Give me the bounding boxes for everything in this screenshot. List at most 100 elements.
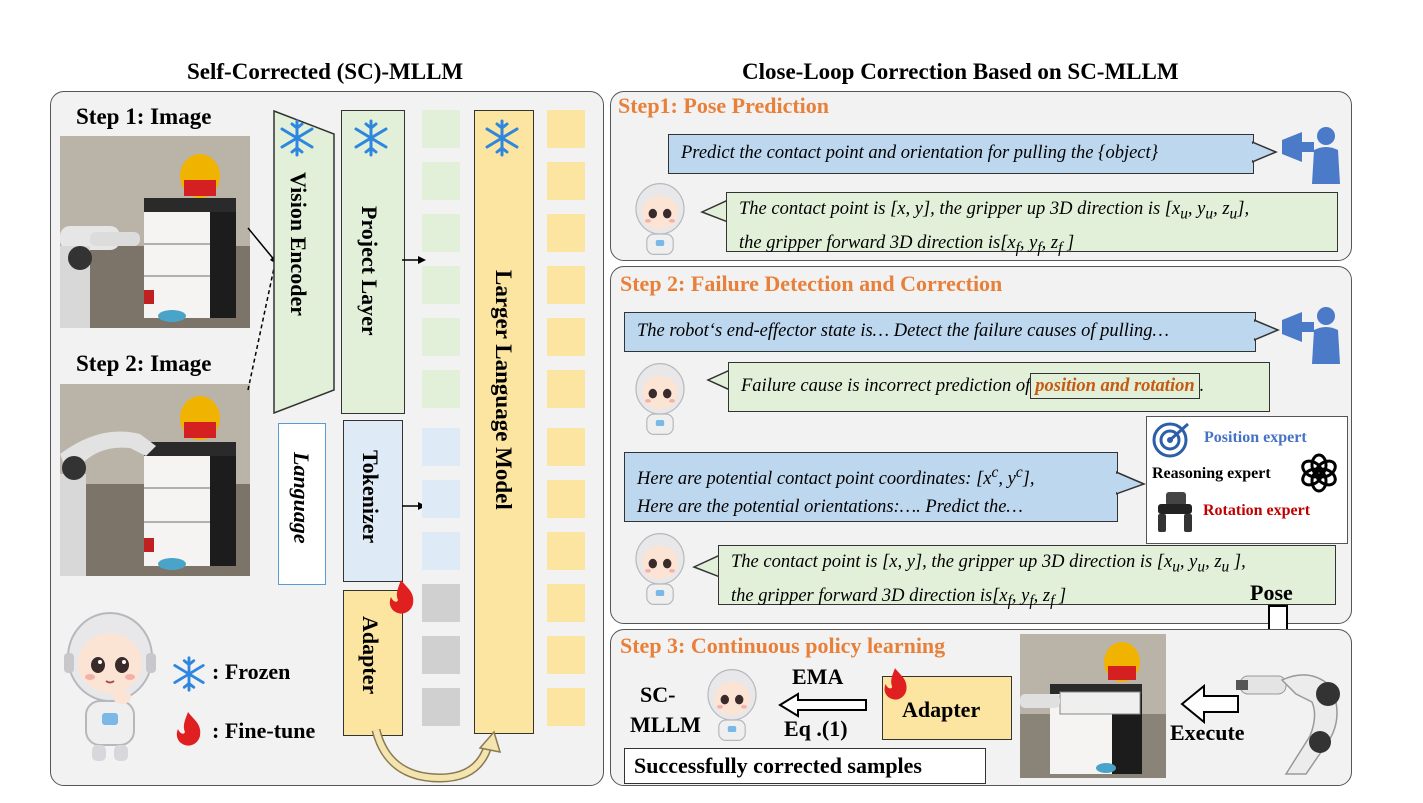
megaphone-person-icon: [1280, 122, 1344, 186]
bubble-tail: [706, 369, 730, 391]
text-segment: , y: [1179, 552, 1198, 572]
pose-label: Pose: [1250, 580, 1293, 605]
fire-icon: [880, 666, 910, 702]
visual-token: [422, 214, 460, 252]
megaphone-person-icon: [1280, 302, 1344, 366]
output-token: [547, 480, 585, 518]
subscript: u: [1229, 205, 1238, 223]
vision-encoder-label: Vision Encoder: [286, 172, 311, 317]
visual-token: [422, 370, 460, 408]
superscript: c: [1015, 464, 1023, 481]
adapter-label: Adapter: [358, 616, 383, 695]
text-segment: ],: [1237, 199, 1250, 219]
sc-mllm-label-line2: MLLM: [630, 712, 701, 737]
adapter-block: [343, 590, 403, 736]
language-input-block: [278, 423, 326, 585]
bubble-tail: [1254, 319, 1280, 341]
adapter-token: [422, 584, 460, 622]
visual-token: [422, 110, 460, 148]
step2-title: Step 2: Failure Detection and Correction: [620, 271, 1003, 296]
gripper-icon: [1152, 490, 1198, 534]
output-token: [547, 318, 585, 356]
eq-label: Eq .(1): [784, 716, 848, 741]
step1-prompt-bubble: Predict the contact point and orientatio…: [668, 134, 1254, 174]
bubble-tail: [700, 199, 728, 223]
failure-text: Failure cause is incorrect prediction of: [741, 376, 1031, 396]
language-label: Language: [289, 452, 314, 544]
llm-block: [474, 110, 534, 734]
step3-title: Step 3: Continuous policy learning: [620, 633, 946, 658]
step2-failure-bubble: Failure cause is incorrect prediction of…: [728, 362, 1270, 412]
execute-arrow: [1180, 684, 1239, 724]
output-token: [547, 162, 585, 200]
snowflake-icon: [351, 118, 391, 158]
fire-icon: [385, 578, 417, 616]
samples-label: Successfully corrected samples: [634, 753, 922, 778]
snowflake-icon: [277, 118, 317, 158]
output-token: [547, 636, 585, 674]
text-token: [422, 532, 460, 570]
reasoning-expert-label: Reasoning expert: [1152, 465, 1271, 482]
target-icon: [1152, 420, 1192, 458]
step2-experts-bubble: Here are potential contact point coordin…: [624, 452, 1118, 522]
step2-robot-photo: [60, 384, 250, 576]
step2-answer-line2: the gripper forward 3D direction is[x: [731, 585, 1008, 606]
subscript: u: [1197, 558, 1206, 576]
text-segment: , y: [1019, 232, 1038, 253]
subscript: u: [1172, 558, 1180, 576]
step3-adapter-label: Adapter: [902, 697, 981, 722]
experts-line1: Here are potential contact point coordin…: [637, 469, 992, 490]
text-token: [422, 480, 460, 518]
fire-icon: [172, 710, 204, 748]
output-token: [547, 584, 585, 622]
project-layer-block: [341, 110, 405, 414]
output-token: [547, 532, 585, 570]
step1-image-label: Step 1: Image: [76, 104, 212, 129]
text-segment: , y: [1011, 585, 1030, 606]
tokenizer-block: [343, 420, 403, 582]
failure-highlight: position and rotation: [1030, 373, 1200, 399]
text-segment: ],: [1229, 552, 1246, 572]
output-token: [547, 688, 585, 726]
subscript: f: [1007, 592, 1012, 610]
text-segment: , z: [1033, 585, 1051, 606]
step2-image-label: Step 2: Image: [76, 351, 212, 376]
text-segment: ],: [1022, 469, 1035, 490]
step1-answer-bubble: The contact point is [x, y], the gripper…: [726, 192, 1338, 256]
subscript: u: [1221, 558, 1230, 576]
text-segment: ]: [1054, 585, 1067, 606]
subscript: f: [1050, 592, 1055, 610]
text-segment: , z: [1213, 199, 1230, 219]
text-segment: ]: [1062, 232, 1075, 253]
robot-avatar-icon: [60, 605, 160, 765]
step2-prompt-bubble: The robot‘s end-effector state is… Detec…: [624, 312, 1256, 352]
project-layer-label: Project Layer: [357, 206, 382, 336]
text-segment: .: [1199, 376, 1205, 396]
output-token: [547, 428, 585, 466]
superscript: c: [991, 464, 999, 481]
text-segment: , z: [1041, 232, 1059, 253]
bubble-tail: [1116, 471, 1146, 495]
adapter-feedback-arrow: [371, 728, 502, 783]
step3-robot-photo: [1020, 634, 1166, 778]
snowflake-icon: [170, 655, 208, 693]
step1-title: Step1: Pose Prediction: [618, 93, 830, 118]
rotation-expert-label: Rotation expert: [1203, 502, 1311, 519]
llm-label: Larger Language Model: [491, 270, 516, 510]
execute-label: Execute: [1170, 720, 1245, 745]
subscript: f: [1015, 239, 1020, 257]
step1-answer-line1: The contact point is [x, y], the gripper…: [739, 199, 1181, 219]
robot-avatar-icon: [630, 530, 690, 608]
step1-answer-line2: the gripper forward 3D direction is[x: [739, 232, 1016, 253]
subscript: u: [1205, 205, 1214, 223]
text-segment: , z: [1205, 552, 1222, 572]
subscript: f: [1029, 592, 1034, 610]
step1-prompt-text: Predict the contact point and orientatio…: [681, 143, 1159, 163]
experts-line2: Here are the potential orientations:…. P…: [637, 497, 1023, 518]
ema-label: EMA: [792, 664, 844, 689]
right-title: Close-Loop Correction Based on SC-MLLM: [742, 59, 1179, 84]
legend-finetune: : Fine-tune: [212, 718, 316, 743]
subscript: f: [1058, 239, 1063, 257]
vision-encoder-block: [273, 110, 335, 414]
robot-avatar-icon: [630, 180, 690, 258]
